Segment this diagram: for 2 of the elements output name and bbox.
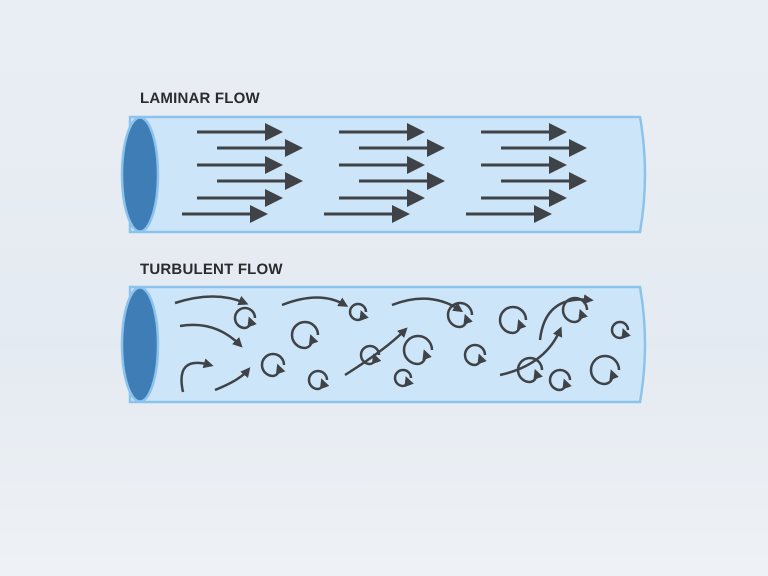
section-heading: LAMINAR FLOW bbox=[140, 90, 260, 107]
section-heading: TURBULENT FLOW bbox=[140, 261, 283, 278]
